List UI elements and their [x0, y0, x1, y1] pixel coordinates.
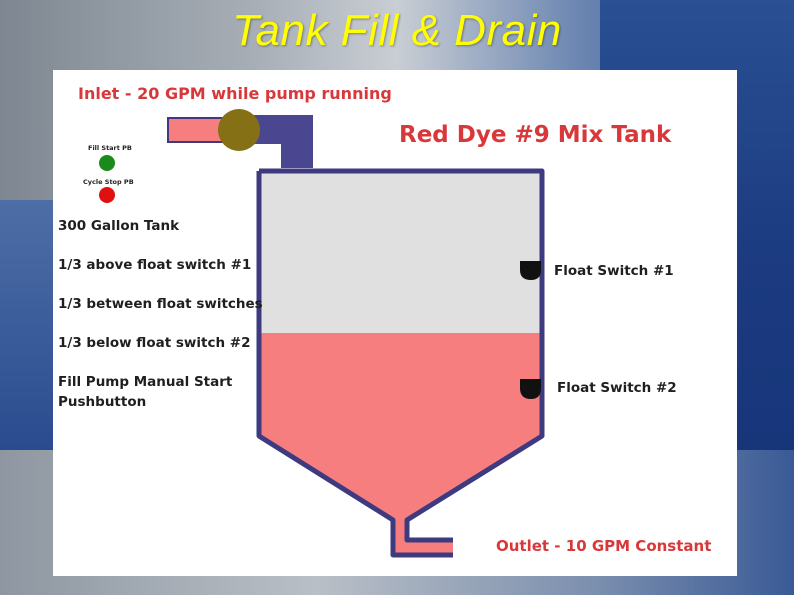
tank-liquid-fill — [259, 333, 542, 520]
info-below-float-2: 1/3 below float switch #2 — [58, 335, 251, 351]
diagram-panel: Inlet - 20 GPM while pump running Red Dy… — [53, 70, 737, 576]
slide-title: Tank Fill & Drain — [232, 6, 562, 55]
outlet-label: Outlet - 10 GPM Constant — [496, 537, 712, 555]
background-left-band — [0, 200, 60, 450]
info-tank-size: 300 Gallon Tank — [58, 218, 180, 234]
info-manual-start-line-2: Pushbutton — [58, 394, 147, 410]
tank-wall — [256, 168, 545, 558]
tank-diagram-graphic — [167, 109, 545, 558]
float-switch-2-icon — [520, 379, 541, 399]
tank-empty-space — [259, 171, 542, 333]
float-switch-2-label: Float Switch #2 — [557, 380, 677, 396]
float-switch-1-label: Float Switch #1 — [554, 263, 674, 279]
info-between-floats: 1/3 between float switches — [58, 296, 263, 312]
pump-icon — [218, 109, 260, 151]
tank-title: Red Dye #9 Mix Tank — [399, 122, 672, 148]
fill-start-button[interactable] — [99, 155, 115, 171]
outlet-pipe — [407, 540, 453, 555]
info-manual-start-line-1: Fill Pump Manual Start — [58, 374, 233, 390]
fill-start-pb-label: Fill Start PB — [88, 144, 132, 152]
tank-neck-liquid — [393, 519, 407, 555]
info-above-float-1: 1/3 above float switch #1 — [58, 257, 252, 273]
cycle-stop-pb-label: Cycle Stop PB — [83, 178, 134, 186]
float-switch-1-icon — [520, 261, 541, 280]
cycle-stop-button[interactable] — [99, 187, 115, 203]
inlet-label: Inlet - 20 GPM while pump running — [78, 84, 392, 103]
